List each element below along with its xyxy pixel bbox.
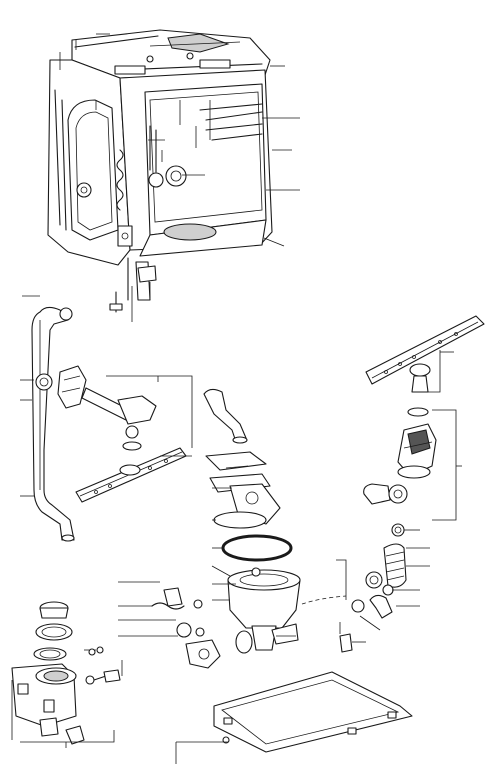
side-water-pipe	[20, 295, 75, 542]
drain-pump	[88, 646, 104, 656]
sump-assembly	[203, 388, 301, 654]
heater-element	[149, 125, 157, 173]
circulation-pump-motor	[363, 407, 462, 521]
hose-connector	[391, 523, 420, 537]
corrugated-hose	[383, 543, 430, 588]
hose-clamp	[336, 559, 420, 653]
upper-spray-arm	[365, 315, 485, 393]
salt-container-ring	[33, 623, 73, 661]
pressure-switch	[118, 581, 221, 669]
water-softener-unit	[11, 649, 123, 748]
base-plate	[175, 671, 413, 764]
filter-cover-plate	[225, 465, 249, 469]
sump-gasket-ring	[221, 534, 293, 562]
lower-spray-arm	[75, 447, 192, 503]
dishwasher-tub-frame	[47, 29, 300, 322]
salt-container-cap	[39, 601, 69, 619]
spray-arm-support	[57, 365, 193, 451]
